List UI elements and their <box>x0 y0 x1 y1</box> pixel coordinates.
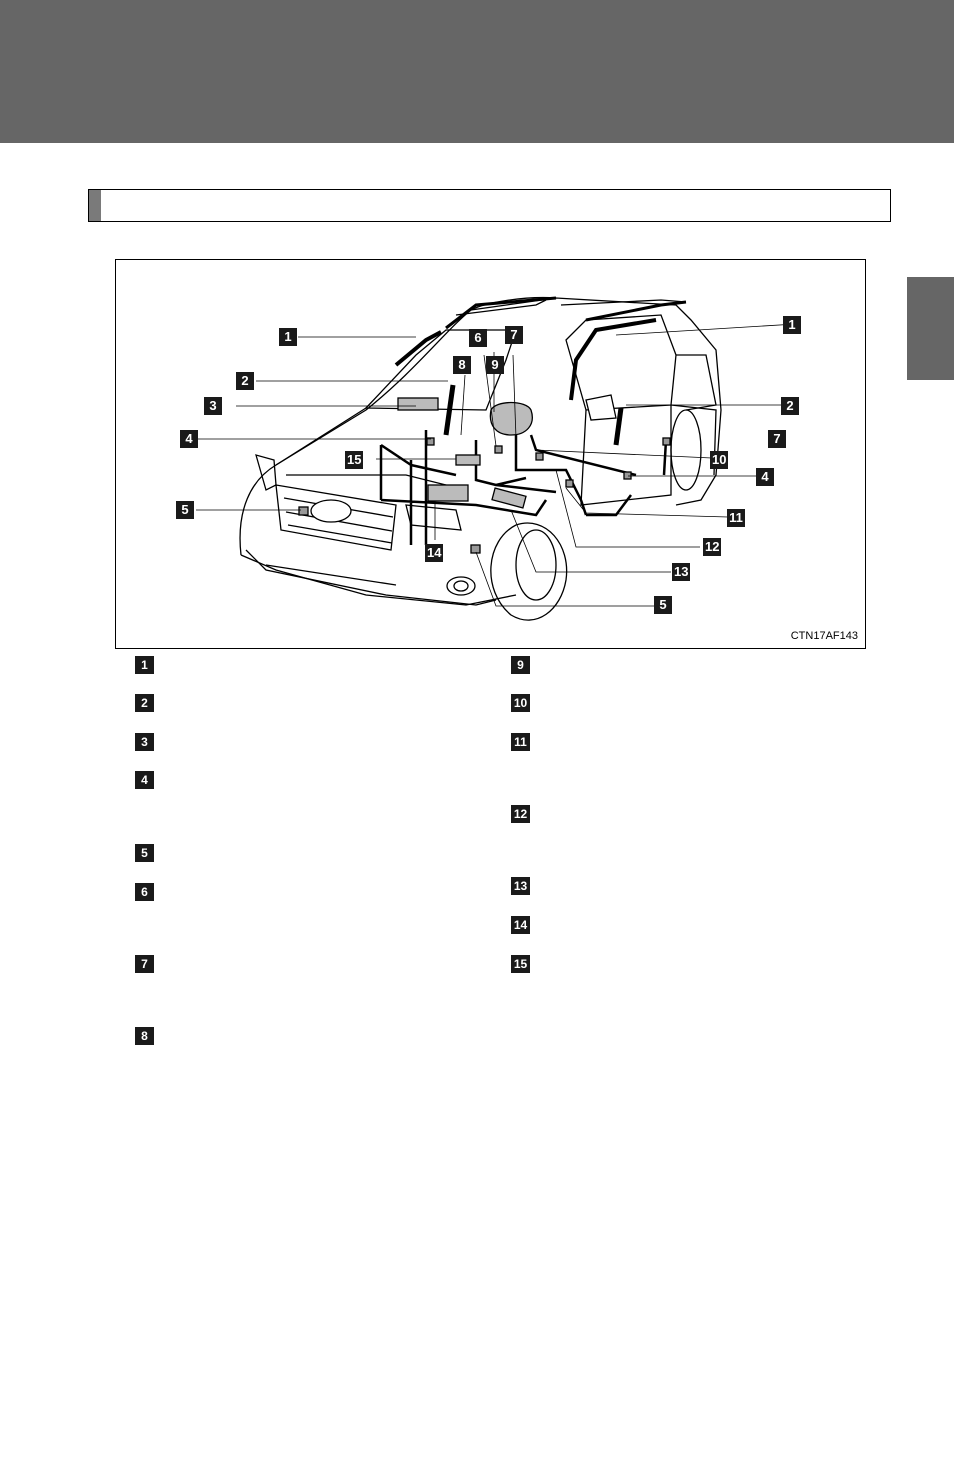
callout-4-left: 4 <box>180 430 198 448</box>
section-title-bar <box>88 189 891 222</box>
legend-badge-5: 5 <box>135 844 154 862</box>
callout-1-right: 1 <box>783 316 801 334</box>
callout-14: 14 <box>425 544 444 562</box>
figure-code: CTN17AF143 <box>790 630 858 642</box>
callout-5-left: 5 <box>176 501 194 519</box>
callout-1-left: 1 <box>279 328 297 346</box>
vehicle-illustration <box>196 296 797 621</box>
legend-badge-7: 7 <box>135 955 154 973</box>
chapter-header-band <box>0 0 954 143</box>
legend-badge-9: 9 <box>511 656 530 674</box>
legend-badge-8: 8 <box>135 1027 154 1045</box>
callout-7-right: 7 <box>768 430 786 448</box>
legend-badge-14: 14 <box>511 916 530 934</box>
callout-4-right: 4 <box>756 468 774 486</box>
airbag-location-figure: 1 1 2 2 3 4 4 5 5 6 7 7 8 9 10 11 12 13 … <box>115 259 866 649</box>
section-bar-accent <box>89 190 101 221</box>
callout-2-left: 2 <box>236 372 254 390</box>
legend-badge-1: 1 <box>135 656 154 674</box>
legend-badge-2: 2 <box>135 694 154 712</box>
callout-5-right: 5 <box>654 596 672 614</box>
legend-badge-13: 13 <box>511 877 530 895</box>
callout-8: 8 <box>453 356 471 374</box>
legend-badge-10: 10 <box>511 694 530 712</box>
callout-13: 13 <box>672 563 691 581</box>
chapter-side-tab <box>907 277 954 380</box>
legend-badge-15: 15 <box>511 955 530 973</box>
legend-badge-4: 4 <box>135 771 154 789</box>
callout-3: 3 <box>204 397 222 415</box>
legend-badge-6: 6 <box>135 883 154 901</box>
legend-badge-11: 11 <box>511 733 530 751</box>
callout-6: 6 <box>469 329 487 347</box>
callout-12: 12 <box>703 538 722 556</box>
legend-badge-3: 3 <box>135 733 154 751</box>
callout-7-top: 7 <box>505 326 523 344</box>
callout-11: 11 <box>727 509 745 527</box>
legend-badge-12: 12 <box>511 805 530 823</box>
callout-2-right: 2 <box>781 397 799 415</box>
callout-9: 9 <box>486 356 504 374</box>
callout-10: 10 <box>710 451 729 469</box>
callout-15: 15 <box>345 451 364 469</box>
